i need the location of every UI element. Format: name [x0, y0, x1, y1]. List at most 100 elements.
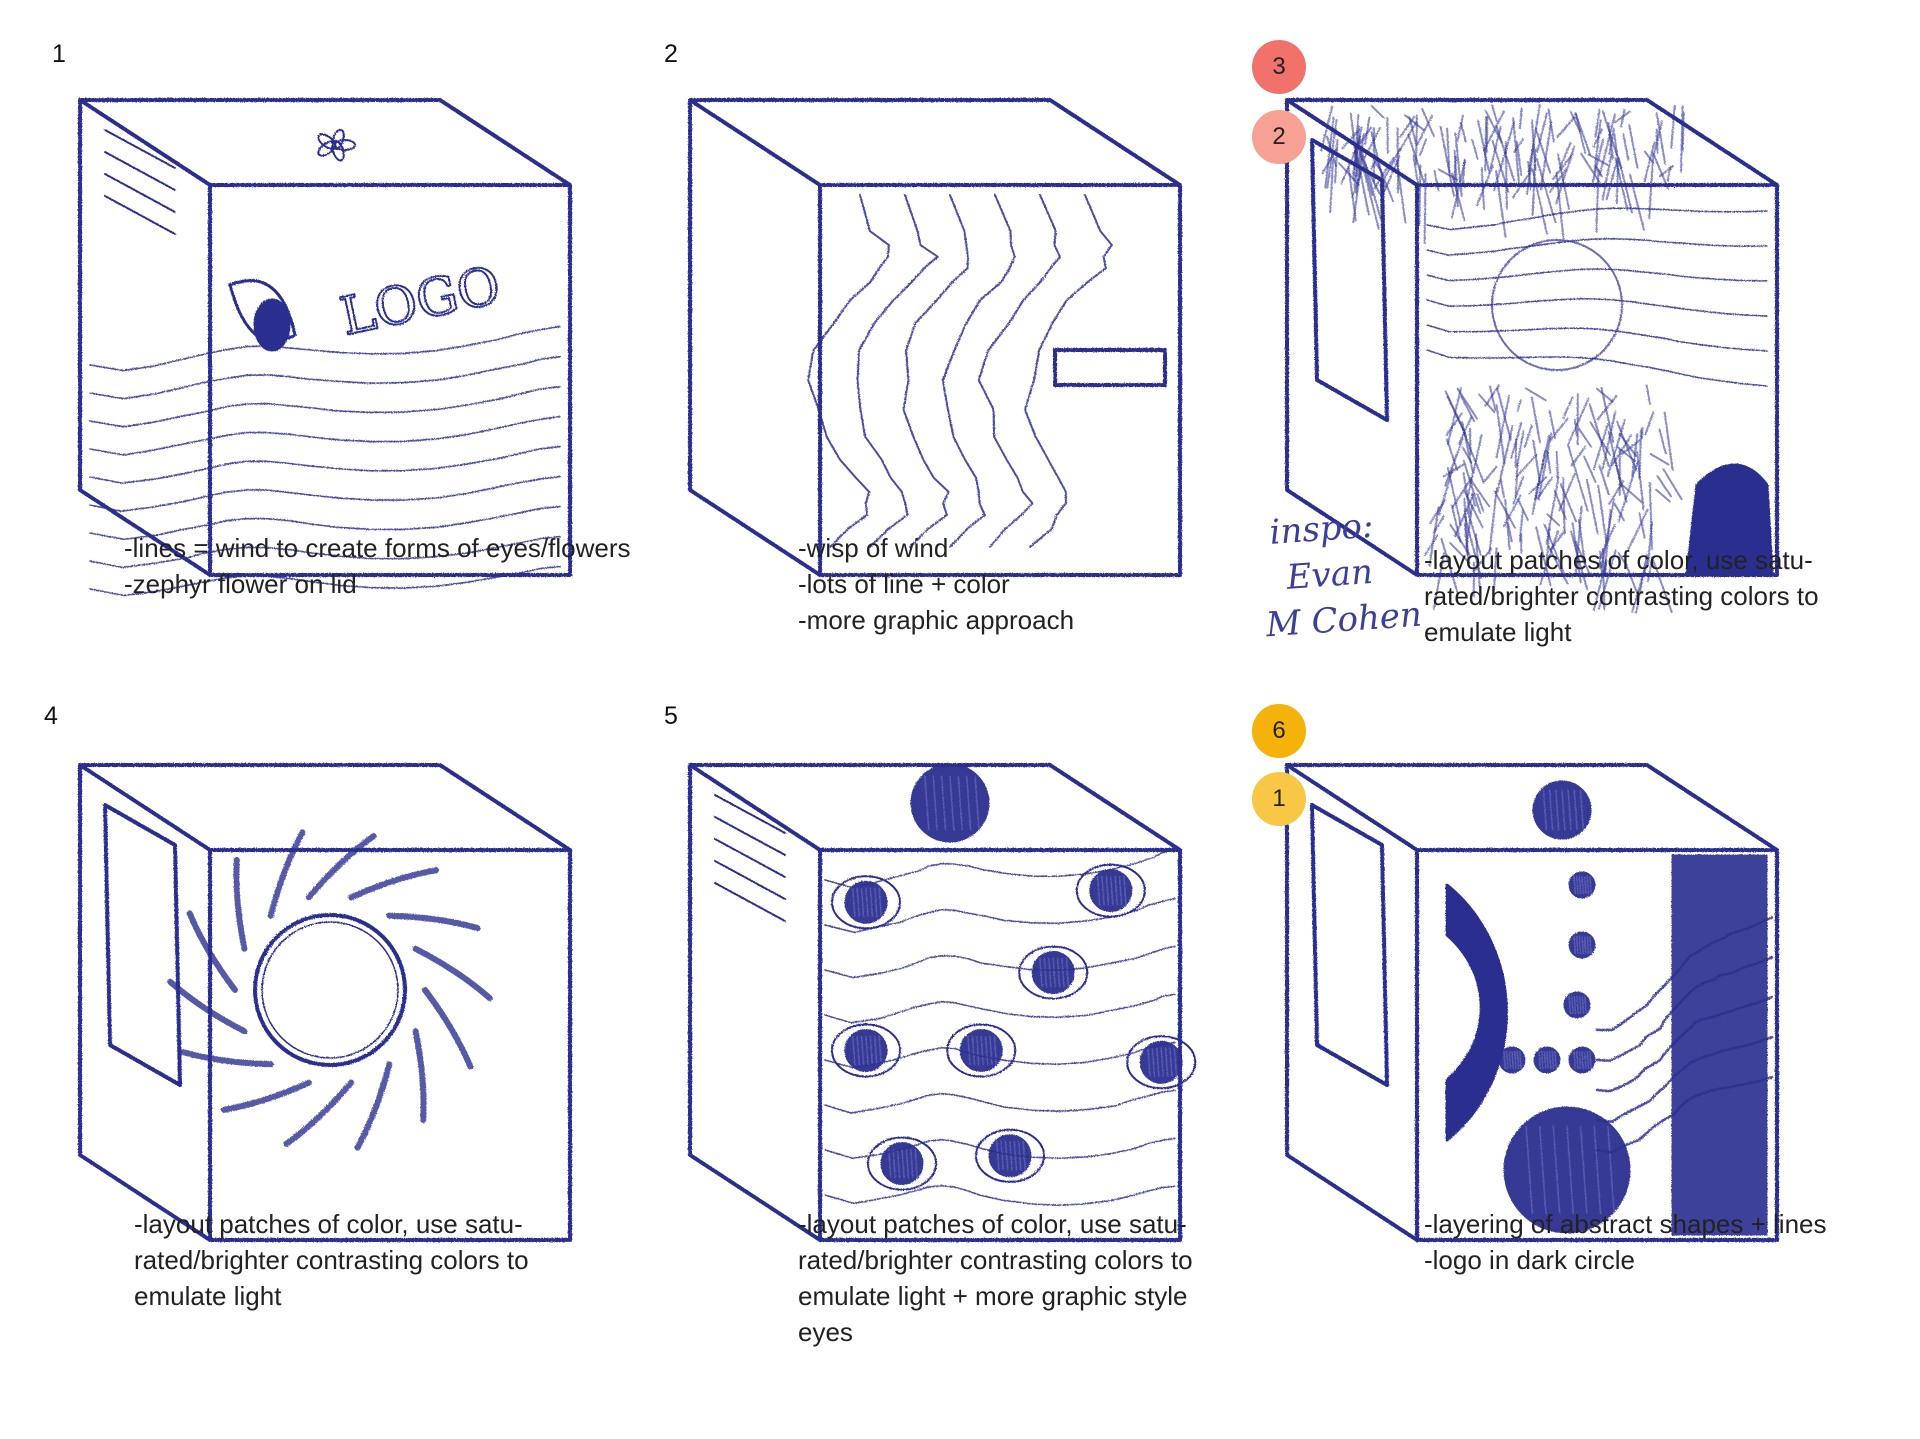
- shading-stroke: [1461, 446, 1473, 464]
- light-ray-line: [1426, 207, 1768, 231]
- circle-hatch-line: [1164, 1047, 1169, 1077]
- shading-stroke: [1341, 128, 1361, 150]
- shading-stroke: [1543, 523, 1565, 573]
- shading-stroke: [1512, 475, 1525, 505]
- lid-eye: [910, 763, 990, 843]
- panel-5-caption: -layout patches of color, use satu- rate…: [798, 1206, 1193, 1350]
- zephyr-flower-petal: [331, 128, 345, 150]
- shading-stroke: [1326, 118, 1338, 189]
- shading-stroke: [1666, 165, 1672, 182]
- shading-stroke: [1599, 523, 1616, 559]
- flow-line: [824, 1184, 1176, 1207]
- shading-stroke: [1516, 399, 1522, 412]
- shading-stroke: [1364, 116, 1371, 145]
- shading-stroke: [1643, 150, 1655, 164]
- wind-line: [89, 565, 561, 597]
- circle-hatch-line: [1573, 789, 1578, 831]
- shading-stroke: [1445, 438, 1459, 472]
- sketch-panel-1: LOGO: [78, 98, 572, 597]
- circle-hatch-line: [1009, 1141, 1013, 1171]
- shading-stroke: [1605, 157, 1619, 201]
- shading-stroke: [1537, 432, 1553, 501]
- shading-stroke: [1494, 490, 1516, 529]
- inspiration-note: inspo: Evan M Cohen: [1265, 500, 1423, 648]
- circle-hatch-line: [865, 1035, 869, 1066]
- shading-stroke: [1496, 387, 1512, 441]
- graphic-eye-outline: [831, 875, 901, 930]
- swirl-patch: [354, 1061, 393, 1151]
- wind-wisp-line: [856, 194, 939, 548]
- shading-stroke: [1594, 108, 1601, 138]
- wind-wisp-line: [941, 194, 1016, 548]
- circle-hatch-line: [1575, 935, 1579, 955]
- flow-line: [824, 1137, 1176, 1160]
- shading-stroke: [1663, 411, 1674, 471]
- shading-stroke: [1531, 169, 1548, 235]
- circle-hatch-line: [1573, 1050, 1577, 1070]
- shading-stroke: [1658, 428, 1667, 455]
- circle-hatch-line: [1607, 1125, 1615, 1215]
- circle-hatch-line: [892, 1148, 896, 1179]
- rank-badge: 1: [1252, 772, 1306, 826]
- shading-stroke: [1648, 481, 1653, 550]
- circle-hatch-line: [1096, 875, 1101, 906]
- caption-line: -layout patches of color, use satu-: [1424, 545, 1813, 575]
- flow-line: [824, 897, 1176, 934]
- shading-stroke: [1373, 153, 1394, 203]
- light-ray-line: [1426, 268, 1768, 282]
- shading-stroke: [1458, 416, 1473, 445]
- circle-hatch-line: [1511, 1050, 1514, 1070]
- swirl-patch: [233, 856, 248, 952]
- circle-hatch-line: [1583, 875, 1587, 895]
- circle-hatch-line: [869, 1035, 874, 1066]
- circle-hatch-line: [924, 775, 930, 831]
- circle-hatch-line: [1123, 875, 1127, 906]
- shading-stroke: [1604, 559, 1608, 577]
- caption-line: -logo in dark circle: [1424, 1245, 1635, 1275]
- circle-hatch-line: [1048, 957, 1052, 988]
- shading-stroke: [1580, 152, 1601, 183]
- shading-stroke: [1608, 480, 1625, 505]
- circle-hatch-line: [865, 887, 869, 918]
- shading-stroke: [1545, 527, 1551, 567]
- shading-stroke: [1352, 126, 1363, 176]
- shading-stroke: [1495, 403, 1506, 465]
- circle-hatch-line: [1589, 935, 1592, 955]
- circle-hatch-line: [1000, 1141, 1004, 1171]
- circle-hatch-line: [1573, 875, 1577, 895]
- shading-stroke: [1496, 425, 1514, 493]
- circle-hatch-line: [1105, 875, 1110, 906]
- circle-hatch-line: [1513, 1050, 1517, 1070]
- shading-stroke: [1534, 127, 1552, 174]
- shading-stroke: [1446, 395, 1467, 437]
- shading-stroke: [1351, 165, 1365, 199]
- shading-stroke: [1574, 540, 1592, 578]
- shading-stroke: [1608, 127, 1615, 155]
- shading-stroke: [1412, 154, 1420, 191]
- light-ray-line: [1426, 298, 1768, 317]
- shading-stroke: [1646, 558, 1654, 583]
- shading-stroke: [1416, 114, 1434, 145]
- circle-hatch-line: [1525, 1125, 1534, 1215]
- shading-stroke: [1585, 478, 1599, 535]
- overlay-line: [1595, 955, 1774, 1062]
- shading-stroke: [1480, 167, 1486, 211]
- shading-stroke: [1556, 116, 1576, 139]
- circle-hatch-line: [888, 1148, 892, 1179]
- circle-hatch-line: [1573, 935, 1577, 955]
- swirl-patch: [305, 833, 377, 901]
- shading-stroke: [1566, 443, 1589, 512]
- shading-stroke: [1535, 526, 1552, 587]
- circle-hatch-line: [1538, 1050, 1542, 1070]
- shading-stroke: [1440, 537, 1459, 596]
- panel-3-caption: -layout patches of color, use satu- rate…: [1424, 542, 1819, 650]
- shading-stroke: [1334, 138, 1339, 184]
- shading-stroke: [1449, 542, 1471, 564]
- shading-stroke: [1453, 150, 1459, 208]
- caption-line: emulate light: [134, 1281, 282, 1311]
- caption-line: -layout patches of color, use satu-: [798, 1209, 1187, 1239]
- shading-stroke: [1527, 161, 1532, 191]
- box-lid-edge: [688, 98, 1182, 187]
- shading-stroke: [1446, 386, 1463, 446]
- sketch-panel-2: [688, 98, 1182, 577]
